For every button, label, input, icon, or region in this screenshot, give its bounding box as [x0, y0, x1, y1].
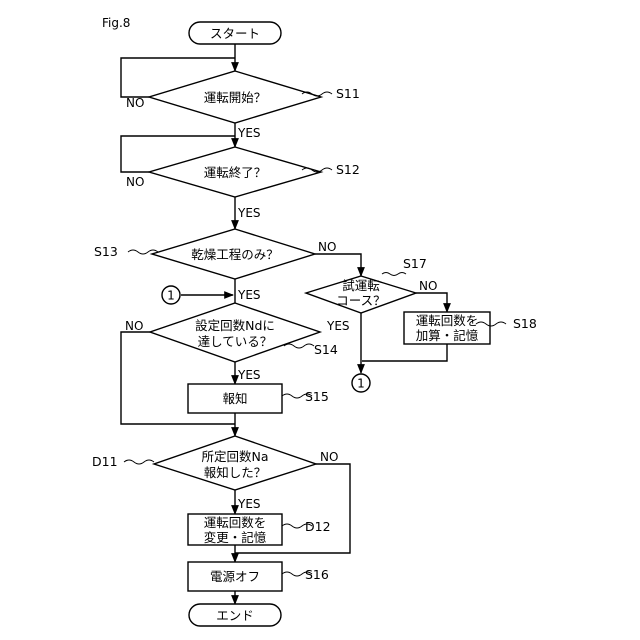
connector-1-exit: 1 [352, 374, 370, 392]
figure-label: Fig.8 [102, 16, 130, 30]
connector-1-entry: 1 [162, 286, 180, 304]
process-d12-label-line2: 変更・記憶 [204, 530, 267, 545]
decision-s14: 設定回数Ndに 達している？ [150, 303, 320, 362]
s12-yes-label: YES [237, 206, 261, 220]
process-s15: 報知 [188, 384, 282, 413]
s11-yes-label: YES [237, 126, 261, 140]
decision-s17-label-line2: コース？ [336, 293, 385, 308]
decision-s14-label-line1: 設定回数Ndに [195, 318, 275, 333]
step-label-s13: S13 [94, 244, 118, 259]
s13-no-label: NO [318, 240, 336, 254]
process-s16-label: 電源オフ [210, 569, 260, 584]
step-label-s17: S17 [403, 256, 427, 271]
decision-s17-label-line1: 試運転 [342, 278, 380, 293]
process-s15-label: 報知 [222, 391, 247, 406]
d11-no-label: NO [320, 450, 338, 464]
step-label-s11: S11 [336, 86, 360, 101]
s17-no-label: NO [419, 279, 437, 293]
s14-yes-label: YES [237, 368, 261, 382]
process-s18: 運転回数を 加算・記憶 [404, 312, 490, 344]
decision-s13-label: 乾燥工程のみ？ [191, 247, 279, 262]
step-label-d12: D12 [305, 519, 331, 534]
step-label-s16: S16 [305, 567, 329, 582]
step-label-s14: S14 [314, 342, 338, 357]
decision-s17: 試運転 コース？ [306, 276, 416, 313]
process-s18-label-line2: 加算・記憶 [416, 328, 479, 343]
process-s18-label-line1: 運転回数を [416, 313, 479, 328]
process-d12-label-line1: 運転回数を [204, 515, 267, 530]
decision-d11-label-line1: 所定回数Na [201, 449, 268, 464]
end-terminal: エンド [189, 604, 281, 626]
d11-yes-label: YES [237, 497, 261, 511]
connector-1-exit-label: 1 [357, 377, 365, 391]
step-label-s15: S15 [305, 389, 329, 404]
decision-s12-label: 運転終了？ [204, 165, 267, 180]
process-s16: 電源オフ [188, 562, 282, 591]
decision-s13: 乾燥工程のみ？ [152, 229, 315, 279]
decision-d11: 所定回数Na 報知した？ [154, 436, 316, 490]
connector-1-entry-label: 1 [167, 289, 175, 303]
start-label: スタート [210, 26, 260, 41]
decision-s14-label-line2: 達している？ [198, 334, 273, 349]
decision-s11-label: 運転開始？ [204, 90, 267, 105]
s12-no-label: NO [126, 175, 144, 189]
end-label: エンド [216, 608, 254, 623]
s17-yes-label: YES [326, 319, 350, 333]
start-terminal: スタート [189, 22, 281, 44]
s14-no-label: NO [125, 319, 143, 333]
s13-yes-label: YES [237, 288, 261, 302]
decision-s12: 運転終了？ [149, 147, 321, 197]
step-label-d11: D11 [92, 454, 118, 469]
decision-d11-label-line2: 報知した？ [204, 465, 267, 480]
s11-no-label: NO [126, 96, 144, 110]
process-d12: 運転回数を 変更・記憶 [188, 514, 282, 545]
step-label-s18: S18 [513, 316, 537, 331]
decision-s11: 運転開始？ [149, 71, 321, 123]
step-label-s12: S12 [336, 162, 360, 177]
